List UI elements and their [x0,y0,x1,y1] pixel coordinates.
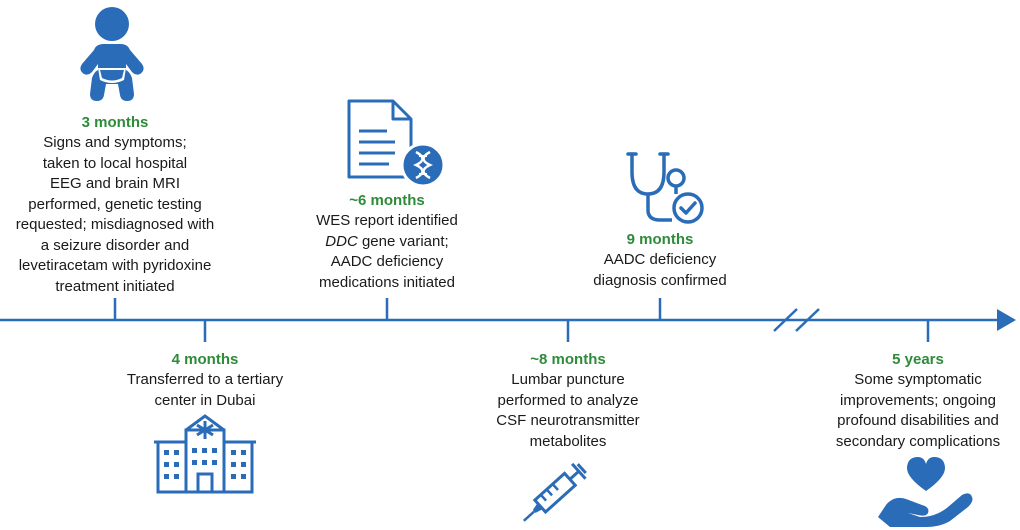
event-line: AADC deficiency [330,253,444,270]
event-4-months: 4 months Transferred to a tertiary cente… [85,350,325,411]
event-line: Lumbar puncture [511,371,625,388]
event-9-months: 9 months AADC deficiency diagnosis confi… [540,230,780,291]
event-line: Transferred to a tertiary [126,371,284,388]
event-label: ~6 months [349,192,425,209]
event-line: profound disabilities and [837,412,999,429]
event-label: 3 months [81,114,149,131]
event-line: metabolites [529,432,607,450]
event-6-months: ~6 months WES report identified DDC gene… [267,191,507,293]
heart-hand-icon [878,457,973,527]
event-label: 5 years [892,351,944,368]
axis-break-mark [773,308,798,332]
event-line: Some symptomatic [854,371,982,388]
stethoscope-icon [626,152,704,224]
timeline-arrowhead [997,309,1016,331]
event-line: medications initiated [319,273,455,291]
axis-break-mark [795,308,820,332]
event-line: center in Dubai [154,391,256,409]
gene-name: DDC [325,232,358,250]
event-line: EEG and brain MRI [49,175,181,192]
event-line: DDC gene variant; [325,232,449,250]
event-line: CSF neurotransmitter [496,412,640,429]
event-line: performed to analyze [497,391,639,409]
event-line: treatment initiated [55,277,175,295]
event-line: requested; misdiagnosed with [15,216,215,233]
event-line: Signs and symptoms; [43,134,187,151]
event-line: AADC deficiency [603,251,717,268]
event-label: 9 months [626,231,694,248]
event-line: improvements; ongoing [840,391,996,409]
event-8-months: ~8 months Lumbar puncture performed to a… [448,350,688,452]
event-line: secondary complications [835,432,1001,450]
dna-report-icon [347,99,446,188]
event-line: performed, genetic testing [28,195,202,213]
hospital-icon [154,414,256,494]
event-label: ~8 months [530,351,606,368]
syringe-icon [522,462,587,522]
baby-icon [80,7,144,101]
event-label: 4 months [171,351,239,368]
event-line: taken to local hospital [42,154,188,172]
event-line: levetiracetam with pyridoxine [18,257,212,274]
event-3-months: 3 months Signs and symptoms; taken to lo… [0,113,245,297]
event-line: diagnosis confirmed [593,271,727,289]
event-5-years: 5 years Some symptomatic improvements; o… [818,350,1018,452]
event-line: a seizure disorder and [40,236,190,254]
event-line: WES report identified [316,212,458,229]
